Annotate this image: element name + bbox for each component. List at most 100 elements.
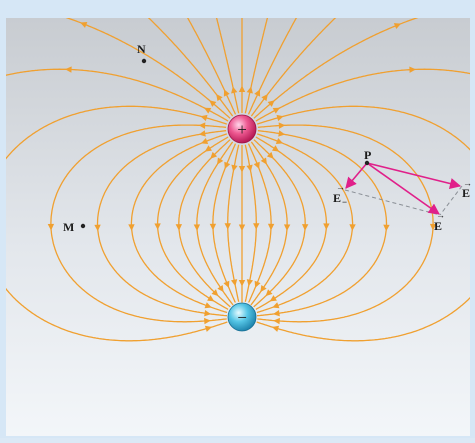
field-line-arrow — [193, 224, 201, 231]
label-e-minus-subscript: − — [342, 197, 347, 207]
field-line-arrow — [204, 317, 211, 325]
field-line-arrow — [265, 289, 273, 297]
field-line-arrow — [283, 224, 291, 231]
field-line — [212, 143, 237, 303]
field-line-arrow — [246, 86, 253, 94]
field-line-arrow — [231, 164, 238, 172]
label-e-plus: → E — [462, 178, 472, 200]
field-line — [215, 18, 240, 114]
label-e-total: → E — [434, 210, 445, 233]
field-line-arrow — [204, 310, 212, 317]
field-line-arrow — [200, 114, 208, 122]
field-line — [256, 133, 354, 314]
field-line-arrow — [278, 130, 286, 137]
field-line-arrow — [209, 100, 217, 107]
field-line-arrow — [272, 310, 280, 317]
field-line-arrow — [409, 66, 416, 73]
negative-charge: − — [227, 302, 257, 332]
field-line-arrow — [204, 107, 212, 114]
field-line-arrow — [175, 224, 183, 231]
field-line — [196, 141, 234, 306]
field-line-arrow — [204, 145, 213, 152]
field-line — [250, 18, 337, 117]
point-n-label: N — [137, 42, 146, 56]
parallelogram-dashed-side-2 — [439, 185, 463, 216]
field-line-arrow — [204, 302, 212, 309]
field-line-arrow — [80, 21, 88, 28]
negative-charge-sphere — [227, 302, 257, 332]
field-line-arrow — [272, 302, 280, 309]
field-line-arrow — [238, 166, 246, 173]
field-line-arrow — [267, 223, 275, 231]
point-m-dot — [80, 223, 86, 229]
field-line-arrow — [223, 280, 230, 288]
field-line-arrow — [224, 223, 231, 230]
field-line-arrow — [349, 224, 356, 231]
field-line — [255, 68, 470, 122]
field-line — [65, 18, 231, 119]
field-line-arrow — [246, 164, 253, 172]
point-p-label: P — [364, 148, 371, 162]
field-line-arrow — [267, 100, 275, 107]
point-m: M — [63, 220, 86, 234]
vector-e-minus — [345, 162, 368, 189]
field-line-arrow — [266, 151, 274, 159]
field-line — [178, 139, 231, 308]
field-line-arrow — [238, 224, 246, 231]
field-line-arrow — [94, 224, 101, 232]
field-line-arrow — [273, 317, 280, 325]
field-line-arrow — [254, 89, 261, 97]
field-lines — [6, 18, 470, 342]
field-line-arrow — [393, 23, 402, 30]
field-line-arrow — [260, 284, 267, 293]
field-line-arrow — [224, 161, 231, 169]
label-e-minus: → E − — [333, 182, 347, 207]
field-line-arrow — [128, 224, 135, 231]
field-line — [96, 130, 228, 317]
field-line — [130, 133, 228, 314]
field-line-arrow — [216, 94, 223, 102]
field-line — [250, 141, 288, 306]
field-line-arrow — [238, 280, 246, 287]
diagram-panel — [6, 18, 470, 436]
field-line-arrow — [65, 66, 72, 73]
field-line-arrow — [204, 325, 213, 332]
field-line-arrow — [429, 223, 437, 231]
label-e-total-letter: E — [434, 219, 442, 233]
field-line-arrow — [323, 223, 330, 230]
field-line — [186, 18, 237, 115]
field-line-arrow — [230, 279, 238, 287]
field-line — [6, 68, 229, 122]
point-n-dot — [141, 58, 147, 64]
label-e-plus-arrow: → — [463, 178, 472, 188]
parallelogram-dashed-side-1 — [344, 189, 441, 216]
field-line-arrow — [275, 137, 284, 144]
field-line-arrow — [210, 151, 218, 159]
field-line-arrow — [272, 107, 280, 114]
field-line-arrow — [276, 114, 284, 122]
field-line-arrow — [198, 122, 206, 129]
field-line — [147, 18, 234, 117]
field-line-arrow — [217, 157, 224, 165]
label-e-minus-arrow: → — [336, 182, 345, 192]
field-line-arrow — [246, 279, 254, 287]
field-line-arrow — [269, 295, 277, 302]
label-e-total-arrow: → — [436, 210, 445, 220]
point-p: P — [364, 148, 371, 166]
field-line — [244, 18, 269, 114]
field-line — [256, 105, 470, 342]
field-line-arrow — [198, 130, 206, 137]
positive-charge-sphere — [227, 114, 257, 144]
point-p-dot — [364, 160, 370, 166]
resultant-construction — [344, 162, 463, 216]
field-line-arrow — [217, 284, 224, 293]
field-line-arrow — [301, 224, 309, 231]
field-line-arrow — [207, 295, 215, 302]
field-line-arrow — [154, 223, 161, 230]
field-line-arrow — [254, 280, 261, 288]
field-line-arrow — [200, 137, 209, 144]
label-e-minus-letter: E — [333, 191, 341, 205]
point-n: N — [137, 42, 147, 64]
